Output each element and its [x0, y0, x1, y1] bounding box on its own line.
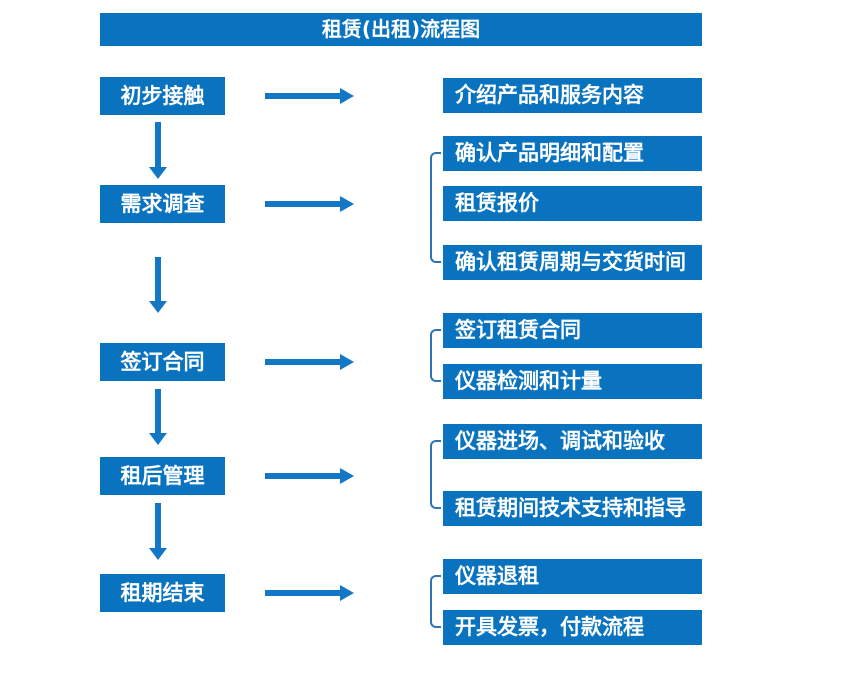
- group-bracket: [430, 329, 441, 382]
- step-box-post-rental-management: 租后管理: [100, 457, 225, 495]
- arrow-head: [149, 433, 167, 445]
- down-arrow-icon: [149, 503, 167, 560]
- arrow-head: [340, 88, 354, 104]
- arrow-shaft: [265, 93, 340, 99]
- group-bracket: [430, 440, 441, 509]
- detail-box-sign-rental-contract: 签订租赁合同: [443, 313, 702, 348]
- step-box-sign-contract: 签订合同: [100, 343, 225, 381]
- arrow-head: [340, 468, 354, 484]
- arrow-shaft: [265, 473, 340, 479]
- arrow-head: [340, 354, 354, 370]
- arrow-shaft: [265, 590, 340, 596]
- arrow-shaft: [265, 359, 340, 365]
- arrow-head: [149, 548, 167, 560]
- page-title: 租赁(出租)流程图: [321, 17, 481, 41]
- down-arrow-icon: [149, 257, 167, 313]
- arrow-shaft: [155, 389, 161, 434]
- down-arrow-icon: [149, 122, 167, 179]
- arrow-head: [149, 167, 167, 179]
- detail-box-confirm-period-delivery: 确认租赁周期与交货时间: [443, 245, 702, 280]
- step-box-rental-end: 租期结束: [100, 574, 225, 612]
- detail-box-tech-support: 租赁期间技术支持和指导: [443, 491, 702, 526]
- detail-box-instrument-return: 仪器退租: [443, 559, 702, 594]
- detail-box-instrument-testing: 仪器检测和计量: [443, 364, 702, 399]
- arrow-shaft: [155, 122, 161, 168]
- title-bar: 租赁(出租)流程图: [100, 13, 702, 46]
- arrow-shaft: [155, 503, 161, 549]
- right-arrow-icon: [265, 468, 354, 484]
- detail-box-confirm-product-config: 确认产品明细和配置: [443, 136, 702, 171]
- right-arrow-icon: [265, 88, 354, 104]
- detail-box-instrument-setup-acceptance: 仪器进场、调试和验收: [443, 424, 702, 459]
- arrow-shaft: [155, 257, 161, 302]
- down-arrow-icon: [149, 389, 167, 445]
- step-box-initial-contact: 初步接触: [100, 77, 225, 115]
- group-bracket: [430, 575, 441, 628]
- right-arrow-icon: [265, 196, 354, 212]
- right-arrow-icon: [265, 354, 354, 370]
- detail-box-invoice-payment: 开具发票，付款流程: [443, 610, 702, 645]
- arrow-head: [149, 301, 167, 313]
- detail-box-rental-quote: 租赁报价: [443, 186, 702, 221]
- arrow-head: [340, 585, 354, 601]
- group-bracket: [430, 152, 441, 263]
- arrow-head: [340, 196, 354, 212]
- detail-box-introduce-products: 介绍产品和服务内容: [443, 78, 702, 113]
- right-arrow-icon: [265, 585, 354, 601]
- arrow-shaft: [265, 201, 340, 207]
- step-box-demand-survey: 需求调查: [100, 185, 225, 223]
